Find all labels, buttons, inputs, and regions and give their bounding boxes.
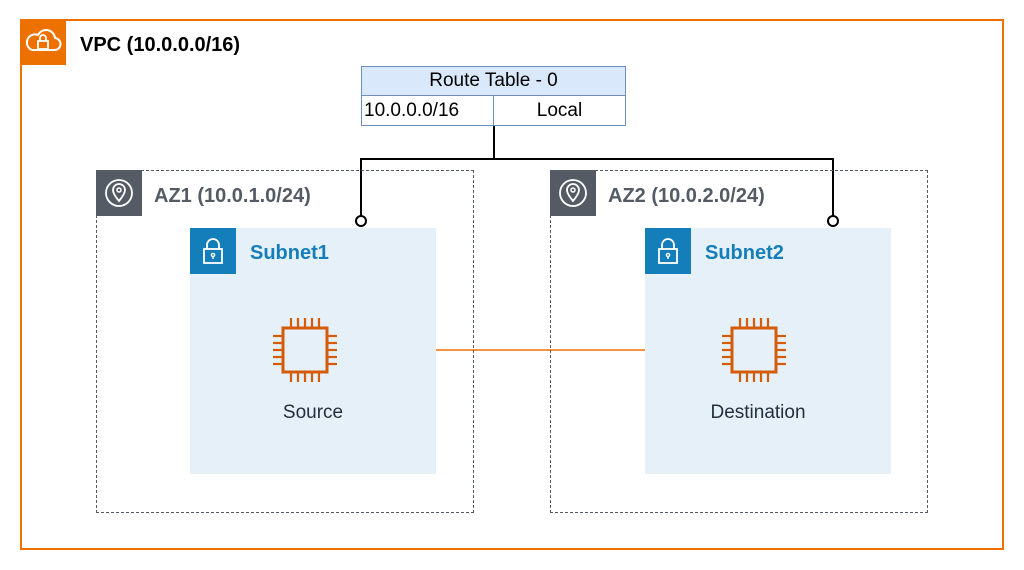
vpc-label: VPC (10.0.0.0/16) <box>80 34 241 56</box>
subnet2-label: Subnet2 <box>705 242 784 264</box>
route-connector-az2 <box>494 158 834 217</box>
az2-label: AZ2 (10.0.2.0/24) <box>608 185 765 207</box>
route-table-title: Route Table - 0 <box>361 66 626 96</box>
route-table-row: 10.0.0.0/16 Local <box>361 95 626 126</box>
az1-label: AZ1 (10.0.1.0/24) <box>154 185 311 207</box>
location-pin-icon <box>96 170 142 216</box>
ec2-chip-icon <box>271 316 339 384</box>
destination-instance-label: Destination <box>710 402 806 423</box>
az1-boundary <box>96 170 474 513</box>
connector-endpoint-az2 <box>827 215 839 227</box>
padlock-icon <box>190 228 236 274</box>
az2-boundary <box>550 170 928 513</box>
subnet1-label: Subnet1 <box>250 242 329 264</box>
padlock-icon <box>645 228 691 274</box>
connector-endpoint-az1 <box>355 215 367 227</box>
route-connector-az1 <box>360 126 495 217</box>
route-target: Local <box>536 99 583 121</box>
source-instance-label: Source <box>282 402 344 423</box>
vpc-cloud-lock-icon <box>20 19 66 65</box>
ec2-chip-icon <box>720 316 788 384</box>
route-destination: 10.0.0.0/16 <box>362 96 494 125</box>
vpc-boundary <box>20 19 1004 550</box>
location-pin-icon <box>550 170 596 216</box>
